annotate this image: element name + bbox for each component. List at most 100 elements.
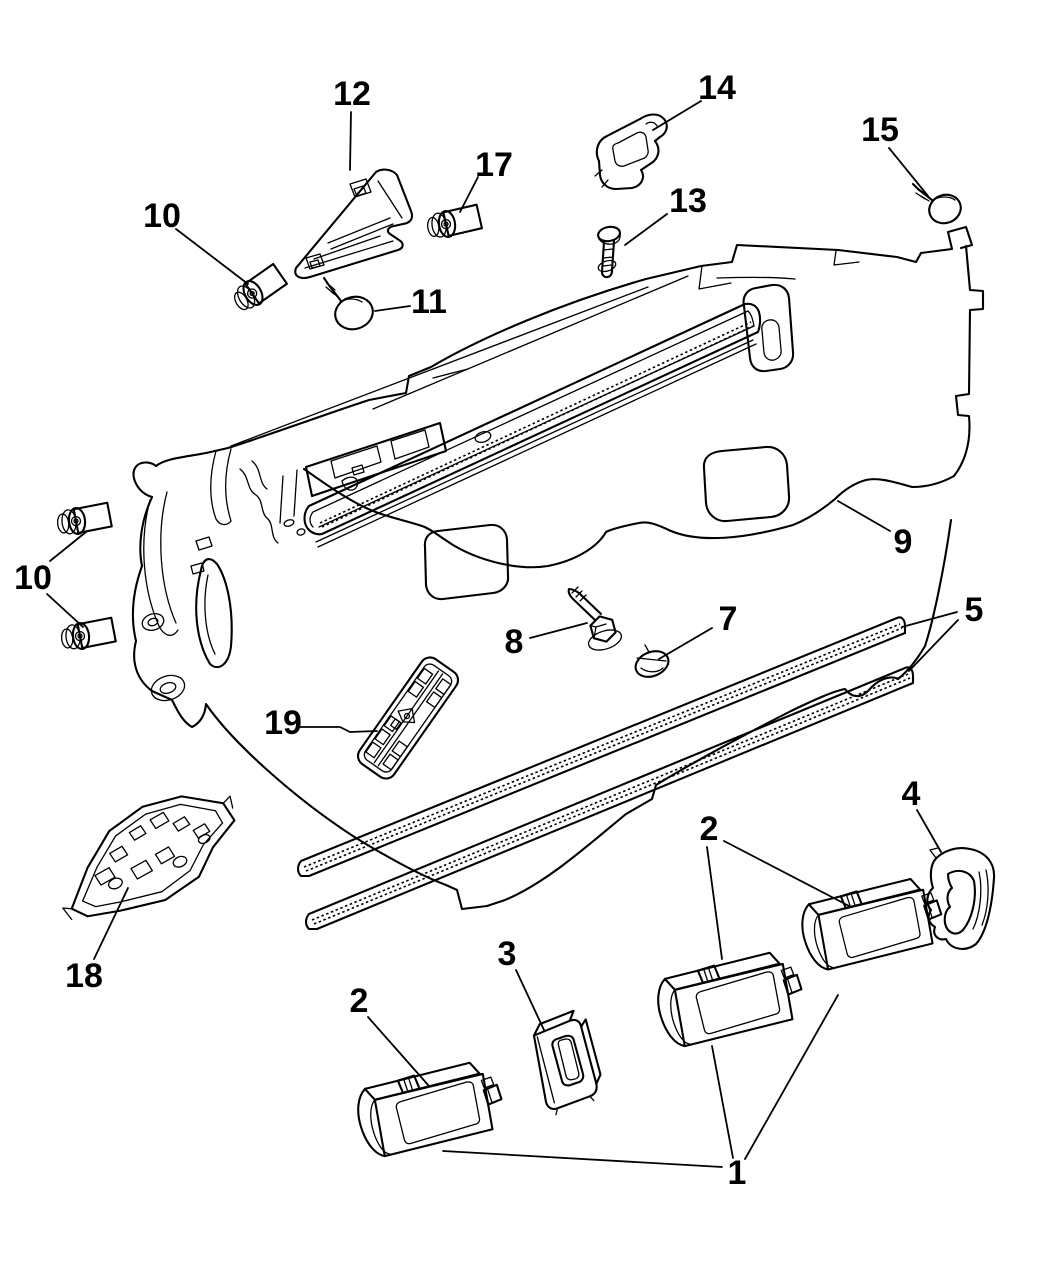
leader-11 — [374, 305, 411, 312]
panel-opening — [279, 421, 448, 524]
bracket-outline — [356, 656, 460, 780]
part-10-clip-left-upper — [54, 501, 114, 538]
slot-outer — [303, 302, 762, 536]
pin-head — [334, 295, 374, 331]
callout-15-label: 15 — [861, 111, 899, 149]
callout-5-label: 5 — [965, 591, 984, 629]
grommet — [150, 674, 186, 702]
bezel-top-face — [532, 1009, 602, 1085]
bezel-edge — [536, 1036, 595, 1116]
part-5-rails — [296, 616, 915, 931]
tiny-oval — [296, 528, 306, 536]
bracket-knob-dot — [403, 712, 411, 720]
callout-labels: 12 17 14 15 13 10 11 9 10 8 7 5 19 18 2 … — [14, 69, 983, 1192]
rail-lower-texture — [311, 673, 911, 925]
panel-oval — [597, 259, 617, 273]
bracket18-hole — [172, 855, 188, 868]
part-19-lattice-bracket — [356, 656, 460, 780]
part-2-housing-right — [795, 871, 949, 975]
leader-1-b — [711, 1045, 734, 1159]
cap-tab — [929, 847, 939, 859]
leader-2-right-a — [706, 846, 723, 960]
screw-shaft — [600, 239, 616, 279]
panel-left-end-details — [141, 448, 306, 702]
panel-dart-detail — [432, 368, 469, 379]
leader-14 — [652, 100, 702, 131]
part-9-headliner-panel — [131, 225, 985, 911]
disc — [634, 650, 670, 678]
callout-7-label: 7 — [719, 600, 738, 638]
leader-lines — [46, 100, 959, 1168]
cap-curves — [972, 869, 989, 930]
panel-scalloped-edge — [302, 467, 956, 569]
panel-square-cutout — [423, 523, 510, 601]
bracket18-tabs — [62, 795, 234, 921]
callout-13-label: 13 — [669, 182, 707, 220]
callout-8-label: 8 — [505, 623, 524, 661]
leader-12 — [349, 111, 352, 171]
bracket14-slot — [645, 121, 658, 127]
leader-17 — [459, 176, 479, 213]
slot-end-block — [742, 283, 795, 373]
opening-divider — [279, 469, 298, 524]
bracket18-hole — [108, 877, 123, 890]
panel-top-edge — [132, 225, 974, 499]
callout-17-label: 17 — [475, 146, 513, 184]
opening-frame — [304, 421, 448, 498]
bracket-rails — [373, 670, 444, 767]
grommet-inner — [159, 681, 177, 695]
leader-19 — [299, 726, 378, 733]
visor-flap — [195, 558, 233, 669]
disc-tick — [644, 644, 650, 653]
bezel-hole — [551, 1034, 585, 1087]
part-11-push-pin — [322, 276, 374, 331]
bracket-knob — [389, 708, 416, 731]
screw-threads — [602, 248, 614, 267]
panel-tab-detail — [833, 250, 860, 266]
slot-end-block-inner — [761, 319, 782, 361]
panel-oval — [474, 430, 492, 444]
part-10-clip-left-lower — [58, 616, 118, 653]
bracket14-outline — [595, 113, 668, 191]
wiring-squiggle — [251, 460, 268, 490]
callout-9-label: 9 — [894, 523, 913, 561]
bracket18-outline — [70, 795, 236, 918]
part-17-clip — [424, 203, 484, 241]
opening-rect — [390, 429, 430, 460]
disc-chord — [636, 657, 667, 673]
leader-2-right-b — [723, 840, 852, 908]
panel-step-detail — [698, 265, 732, 290]
bracket18-cells — [94, 811, 211, 886]
tri-strip — [313, 217, 394, 260]
pin15-head-arc — [932, 196, 956, 201]
panel-crease — [372, 275, 689, 410]
callout-10-top-label: 10 — [143, 197, 181, 235]
part-8-hex-bolt — [567, 586, 623, 651]
callout-4-label: 4 — [902, 775, 921, 813]
leader-8 — [529, 622, 588, 639]
panel-d-cutout — [702, 445, 791, 523]
opening-clip-mark — [351, 464, 365, 476]
rail-upper — [296, 616, 907, 878]
bracket18-inner — [81, 803, 224, 908]
pin15-head — [928, 193, 962, 225]
callout-3-label: 3 — [498, 935, 517, 973]
leader-5-b — [908, 619, 959, 672]
bolt-flange — [587, 629, 623, 651]
cap-outline — [926, 847, 996, 950]
part-3-bezel — [532, 1009, 602, 1116]
leader-1-a — [442, 1150, 723, 1168]
callout-19-label: 19 — [264, 704, 302, 742]
part-7-plug-disc — [634, 644, 670, 678]
callout-11-label: 11 — [411, 283, 447, 321]
bracket18-hole — [197, 834, 211, 844]
rail-upper-texture — [303, 623, 903, 872]
part-4-end-cap — [926, 847, 996, 950]
leader-5-a — [901, 611, 958, 628]
leader-10-top — [175, 228, 249, 285]
slot-channel — [315, 339, 757, 548]
screw-head-rim — [597, 232, 621, 245]
cap-j-inner — [943, 869, 976, 935]
bracket-inner — [363, 663, 453, 773]
bolt-threads — [571, 586, 587, 602]
